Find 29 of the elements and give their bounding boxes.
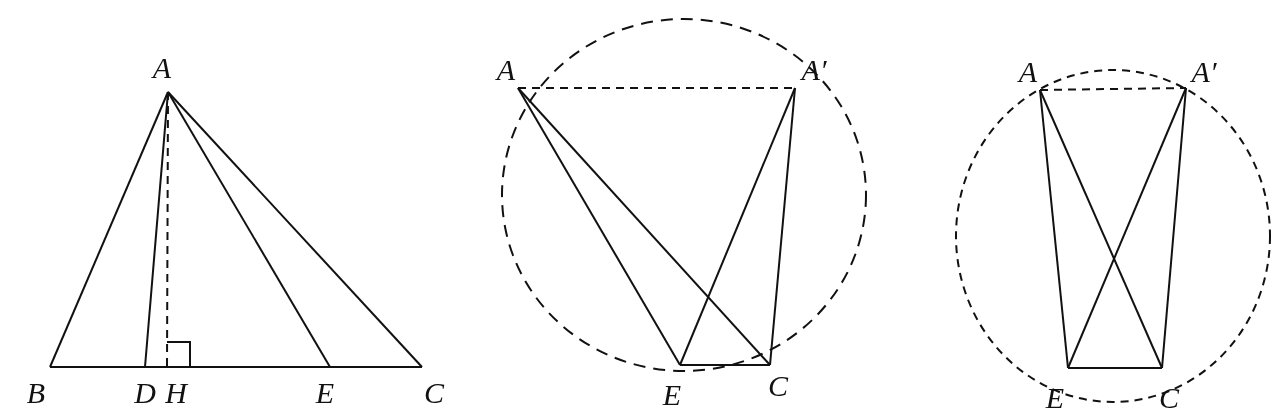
point-label: A′ xyxy=(801,55,827,85)
line-segment xyxy=(679,87,796,366)
line-segment xyxy=(1161,87,1187,369)
line-segment xyxy=(167,91,331,368)
point-label: D xyxy=(134,378,156,408)
point-label: A′ xyxy=(1191,57,1217,87)
line-segment xyxy=(679,364,771,366)
point-label: E xyxy=(1045,383,1065,413)
line-segment xyxy=(517,87,681,366)
point-label: A xyxy=(496,55,516,85)
point-label: A xyxy=(152,53,172,83)
point-label: C xyxy=(768,371,788,401)
line-segment xyxy=(1039,87,1187,91)
line-segment xyxy=(166,91,169,368)
line-segment xyxy=(49,366,423,368)
line-segment xyxy=(49,91,169,368)
line-segment xyxy=(769,87,796,366)
line-segment xyxy=(1067,367,1163,369)
point-label: H xyxy=(165,378,187,408)
line-segment xyxy=(1067,87,1187,369)
point-label: E xyxy=(315,378,335,408)
point-label: E xyxy=(662,380,682,410)
point-label: A xyxy=(1018,57,1038,87)
line-segment xyxy=(167,91,423,368)
line-segment xyxy=(1039,89,1163,369)
line-segment xyxy=(1039,89,1069,369)
point-label: B xyxy=(26,378,46,408)
line-segment xyxy=(517,87,771,366)
point-label: C xyxy=(424,378,444,408)
